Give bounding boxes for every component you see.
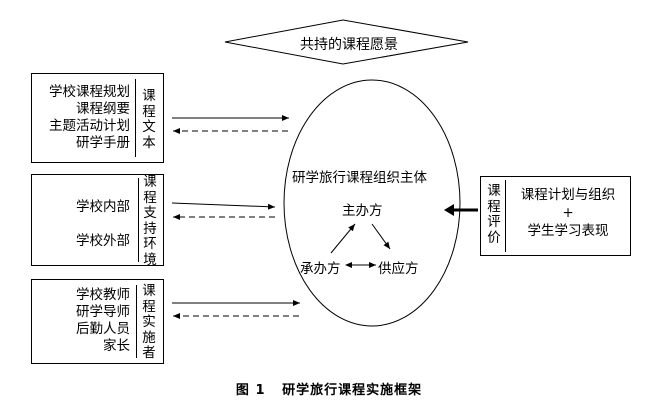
label-char: 课 [142,283,156,299]
figure-caption: 图 1 研学旅行课程实施框架 [235,383,423,398]
evaluation-plus: + [562,205,574,221]
label-char: 课 [142,88,156,104]
evaluation-content: 课程计划与组织 + 学生学习表现 [508,186,628,240]
implementers-label: 课 程 实 施 者 [141,283,157,362]
label-char: 程 [142,103,156,120]
item-handbook: 研学手册 [76,135,130,151]
item-teachers: 学校教师 [76,287,130,303]
organizer-title: 研学旅行课程组织主体 [292,170,427,186]
evaluation-plan: 课程计划与组织 [520,187,616,203]
label-char: 支 [143,205,157,221]
implementers-divider [136,285,137,358]
item-activity-plan: 主题活动计划 [49,118,130,134]
label-char: 程 [142,298,156,315]
support-env-divider [138,178,139,262]
support-env-items: 学校内部 学校外部 [34,190,130,258]
implementers-box [31,279,164,364]
item-parents: 家长 [103,338,130,354]
item-inside-school: 学校内部 [76,199,130,215]
label-char: 程 [487,198,501,215]
undertaker-node: 承办方 [300,261,341,277]
evaluation-divider [505,180,506,252]
label-char: 课 [487,183,501,199]
arrow-env-to-center [171,202,276,210]
vision-label: 共持的课程愿景 [300,37,398,53]
support-env-box [31,174,164,266]
supplier-node: 供应方 [378,261,419,277]
label-char: 评 [487,214,501,230]
organizer-ellipse [283,79,461,327]
implementers-items: 学校教师 研学导师 后勤人员 家长 [34,287,130,355]
label-char: 文 [142,119,156,135]
label-char: 境 [143,251,157,268]
item-tutors: 研学导师 [76,304,130,320]
item-logistics: 后勤人员 [76,321,130,337]
label-char: 者 [142,345,156,361]
arrow-undertaker-to-host [330,223,356,254]
item-outside-school: 学校外部 [76,233,130,249]
item-school-plan: 学校课程规划 [49,84,130,100]
evaluation-performance: 学生学习表现 [527,223,609,239]
label-char: 程 [143,189,157,206]
label-char: 实 [142,314,156,330]
label-char: 价 [487,229,501,246]
curriculum-text-items: 学校课程规划 课程纲要 主题活动计划 研学手册 [34,84,130,152]
item-syllabus: 课程纲要 [76,101,130,117]
evaluation-label: 课 程 评 价 [486,183,502,246]
curriculum-text-divider [135,79,136,157]
support-env-label: 课 程 支 持 环 境 [142,174,158,268]
vision-diamond [224,19,469,65]
label-char: 持 [143,220,157,237]
curriculum-text-label: 课 程 文 本 [141,88,157,151]
label-char: 施 [142,329,156,346]
host-node: 主办方 [342,203,383,219]
label-char: 环 [143,236,157,252]
arrow-host-to-supplier [371,223,391,250]
label-char: 课 [143,174,157,190]
label-char: 本 [142,134,156,151]
curriculum-text-box [31,73,164,163]
